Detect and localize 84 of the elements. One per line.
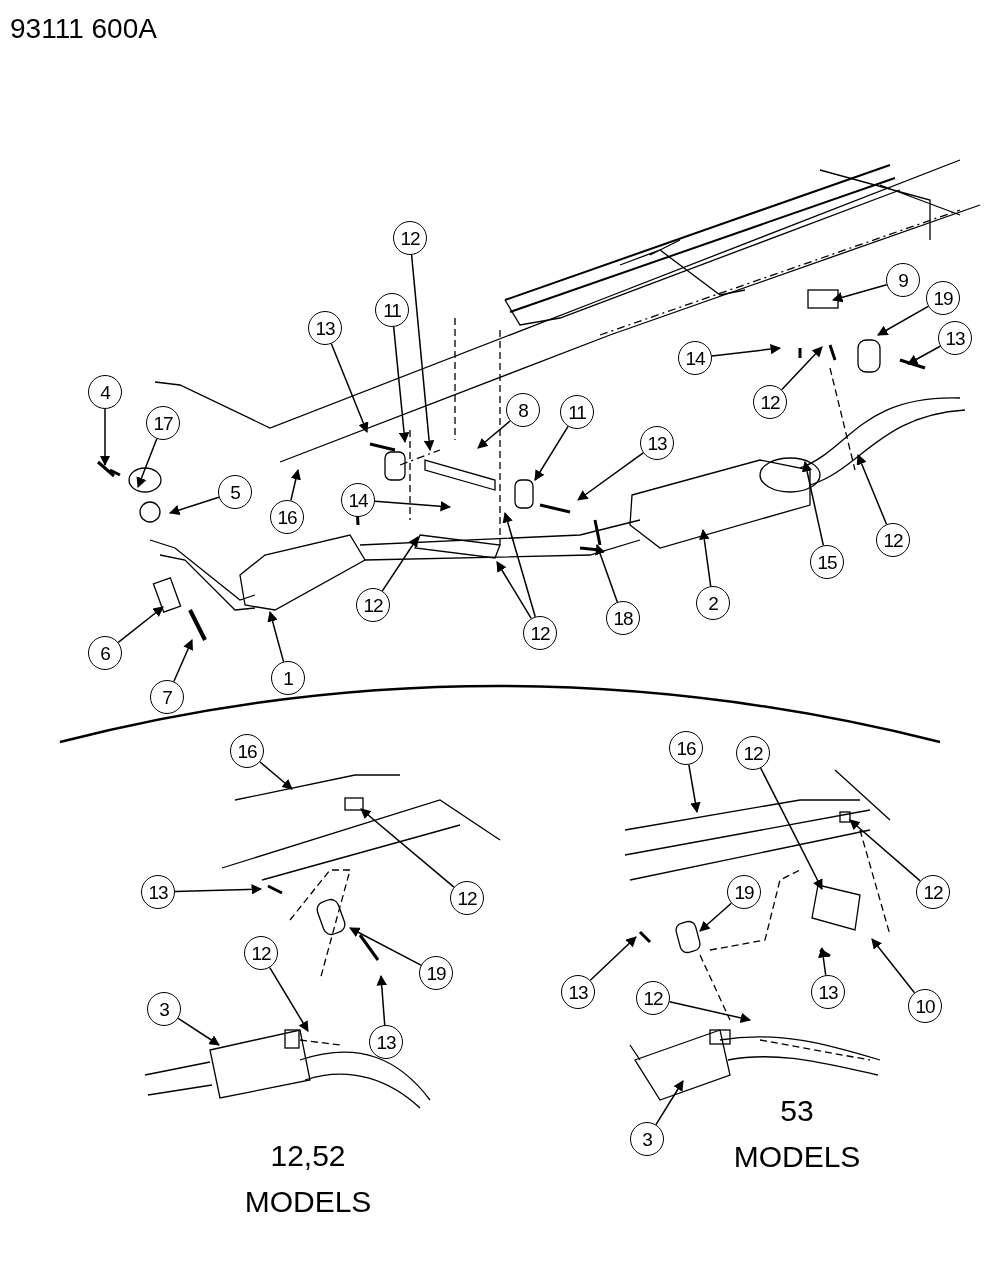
leader-line bbox=[688, 764, 701, 814]
callout-number: 19 bbox=[926, 281, 960, 315]
leader-line bbox=[801, 460, 825, 547]
callout-number: 2 bbox=[696, 586, 730, 620]
leader-line bbox=[381, 536, 419, 592]
callout-number: 3 bbox=[147, 992, 181, 1026]
callout-number: 13 bbox=[141, 875, 175, 909]
callout-number: 14 bbox=[341, 483, 375, 517]
callout-number: 1 bbox=[271, 661, 305, 695]
leader-line bbox=[392, 326, 410, 444]
callout-number: 18 bbox=[606, 601, 640, 635]
leader-line bbox=[360, 808, 455, 888]
callout-number: 16 bbox=[230, 734, 264, 768]
leader-line bbox=[907, 345, 941, 365]
leader-line bbox=[174, 884, 263, 895]
callout-number: 12 bbox=[753, 385, 787, 419]
leader-line bbox=[259, 761, 293, 790]
leader-line bbox=[589, 936, 637, 982]
callout-number: 12 bbox=[244, 936, 278, 970]
leader-line bbox=[759, 767, 823, 890]
leader-line bbox=[177, 1017, 220, 1046]
callout-number: 13 bbox=[938, 321, 972, 355]
callout-number: 12 bbox=[523, 616, 557, 650]
callout-number: 15 bbox=[810, 545, 844, 579]
leader-line bbox=[711, 343, 782, 357]
leader-line bbox=[577, 452, 644, 501]
callout-number: 13 bbox=[561, 975, 595, 1009]
leader-line bbox=[849, 819, 921, 882]
callout-number: 8 bbox=[506, 393, 540, 427]
callout-number: 16 bbox=[270, 500, 304, 534]
callout-number: 10 bbox=[908, 989, 942, 1023]
figure-number: 93111 600A bbox=[10, 12, 157, 46]
callout-number: 4 bbox=[88, 375, 122, 409]
leader-line bbox=[871, 938, 916, 994]
leader-line bbox=[376, 974, 387, 1026]
callout-number: 19 bbox=[419, 956, 453, 990]
callout-number: 3 bbox=[630, 1122, 664, 1156]
leader-line bbox=[99, 408, 111, 467]
leader-line bbox=[477, 420, 511, 449]
callout-number: 12 bbox=[636, 981, 670, 1015]
callout-number: 13 bbox=[811, 975, 845, 1009]
leader-line bbox=[349, 927, 422, 966]
leader-line bbox=[780, 346, 823, 391]
callout-number: 12 bbox=[736, 736, 770, 770]
leader-line bbox=[655, 1080, 684, 1126]
leader-line bbox=[502, 512, 536, 618]
leader-line bbox=[267, 611, 285, 663]
leader-line bbox=[374, 500, 452, 512]
callout-number: 13 bbox=[308, 311, 342, 345]
leader-line bbox=[877, 305, 929, 336]
callout-number: 7 bbox=[150, 680, 184, 714]
callout-number: 14 bbox=[678, 341, 712, 375]
model-caption: 53 MODELS bbox=[732, 1093, 862, 1175]
callout-number: 17 bbox=[146, 406, 180, 440]
leader-line bbox=[117, 606, 164, 644]
leader-line bbox=[169, 496, 220, 516]
leader-line bbox=[668, 1001, 751, 1024]
leader-line bbox=[832, 283, 888, 303]
callout-number: 9 bbox=[886, 263, 920, 297]
callout-number: 6 bbox=[88, 636, 122, 670]
callout-number: 12 bbox=[356, 588, 390, 622]
leader-line bbox=[699, 902, 733, 932]
callout-number: 11 bbox=[560, 395, 594, 429]
callout-number: 19 bbox=[727, 875, 761, 909]
leader-line bbox=[290, 469, 301, 502]
model-caption: 12,52 MODELS bbox=[243, 1138, 373, 1220]
callout-number: 16 bbox=[669, 731, 703, 765]
leader-line bbox=[269, 966, 309, 1032]
leader-line bbox=[496, 561, 532, 620]
callout-number: 12 bbox=[876, 523, 910, 557]
callout-number: 12 bbox=[916, 875, 950, 909]
callout-number: 12 bbox=[393, 221, 427, 255]
callout-number: 11 bbox=[375, 293, 409, 327]
callout-number: 12 bbox=[450, 881, 484, 915]
callout-number: 5 bbox=[218, 475, 252, 509]
leader-line bbox=[330, 343, 369, 433]
leader-line bbox=[818, 946, 829, 976]
callout-number: 13 bbox=[369, 1025, 403, 1059]
leader-line bbox=[595, 544, 619, 603]
leader-line bbox=[699, 528, 712, 587]
callout-number: 13 bbox=[640, 426, 674, 460]
leader-line bbox=[534, 425, 569, 481]
leader-line bbox=[410, 254, 435, 452]
leader-line bbox=[136, 438, 158, 488]
